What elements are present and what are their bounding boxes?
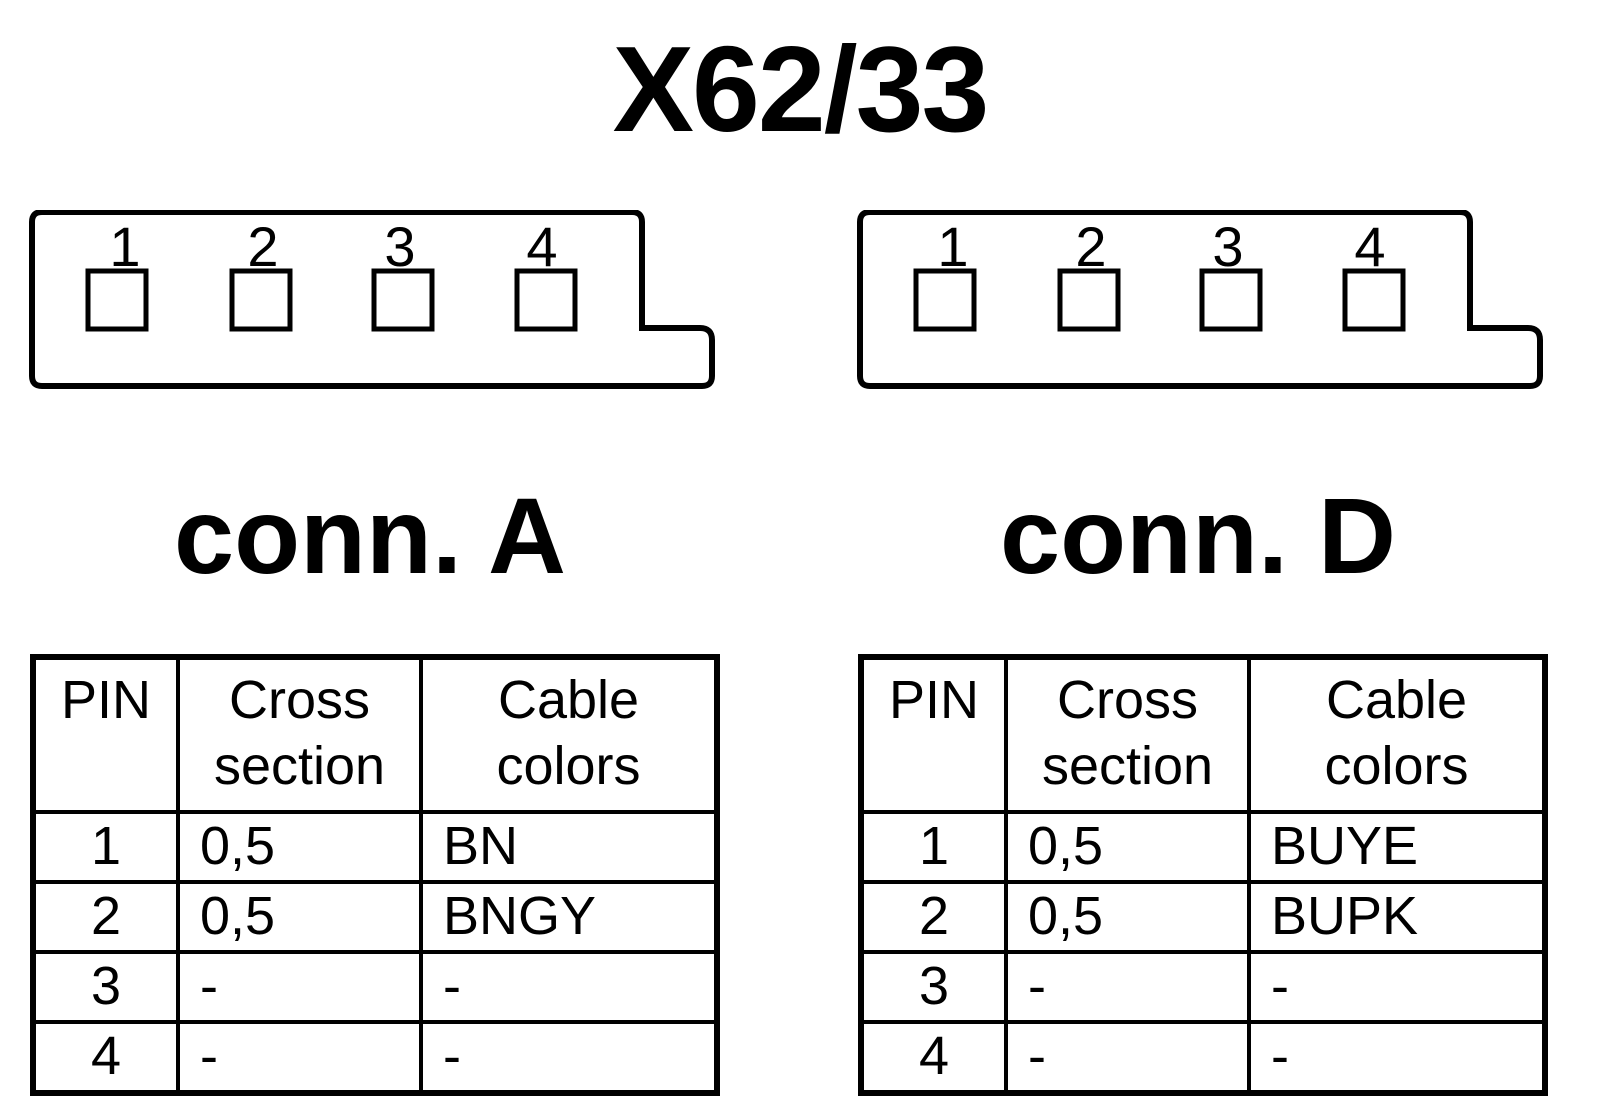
pin-slot-3	[371, 268, 435, 332]
cross-section-cell: 0,5	[176, 810, 423, 884]
cable-color-cell: BNGY	[419, 879, 719, 954]
cross-section-cell: -	[176, 949, 423, 1024]
header-pin: PIN	[859, 655, 1008, 814]
pin-slots	[85, 268, 578, 332]
connector-d-outline: 1 2 3 4	[857, 210, 1543, 389]
cross-section-cell: -	[176, 1019, 423, 1095]
pin-cell: 2	[31, 879, 180, 954]
pin-slot-4	[514, 268, 578, 332]
pin-number: 1	[937, 215, 968, 278]
cable-color-cell: BUYE	[1247, 810, 1547, 884]
cross-section-cell: -	[1004, 1019, 1251, 1095]
table-row: 1 0,5 BN	[31, 810, 719, 884]
pin-slot-1	[913, 268, 977, 332]
cross-section-cell: 0,5	[176, 879, 423, 954]
table-row: 3 - -	[859, 949, 1547, 1024]
cable-color-cell: -	[419, 949, 719, 1024]
table-row: 4 - -	[859, 1019, 1547, 1095]
table-row: 2 0,5 BUPK	[859, 879, 1547, 954]
table-row: 3 - -	[31, 949, 719, 1024]
table-row: 2 0,5 BNGY	[31, 879, 719, 954]
cable-color-cell: -	[419, 1019, 719, 1095]
pin-cell: 3	[859, 949, 1008, 1024]
pin-slot-2	[1057, 268, 1121, 332]
connector-d-label: conn. D	[1000, 475, 1396, 596]
pin-number: 4	[1354, 215, 1385, 278]
header-pin: PIN	[31, 655, 180, 814]
cable-color-cell: BN	[419, 810, 719, 884]
pin-slot-1	[85, 268, 149, 332]
diagram-title: X62/33	[612, 21, 990, 157]
cross-section-cell: -	[1004, 949, 1251, 1024]
cable-color-cell: -	[1247, 1019, 1547, 1095]
cross-section-cell: 0,5	[1004, 810, 1251, 884]
pin-slot-4	[1342, 268, 1406, 332]
pin-number: 3	[1212, 215, 1243, 278]
pin-number: 3	[384, 215, 415, 278]
pin-slot-3	[1199, 268, 1263, 332]
pin-cell: 1	[859, 810, 1008, 884]
table-row: 1 0,5 BUYE	[859, 810, 1547, 884]
pin-cell: 4	[859, 1019, 1008, 1095]
pin-cell: 3	[31, 949, 180, 1024]
pin-cell: 2	[859, 879, 1008, 954]
cross-section-cell: 0,5	[1004, 879, 1251, 954]
table-row: 4 - -	[31, 1019, 719, 1095]
pin-number: 1	[109, 215, 140, 278]
connector-a-label: conn. A	[174, 475, 566, 596]
pin-cell: 1	[31, 810, 180, 884]
pin-cell: 4	[31, 1019, 180, 1095]
pin-slots	[913, 268, 1406, 332]
connector-a-outline: 1 2 3 4	[29, 210, 715, 389]
pin-number: 2	[1075, 215, 1106, 278]
cable-color-cell: BUPK	[1247, 879, 1547, 954]
pin-slot-2	[229, 268, 293, 332]
pin-number: 2	[247, 215, 278, 278]
cable-color-cell: -	[1247, 949, 1547, 1024]
pin-number: 4	[526, 215, 557, 278]
